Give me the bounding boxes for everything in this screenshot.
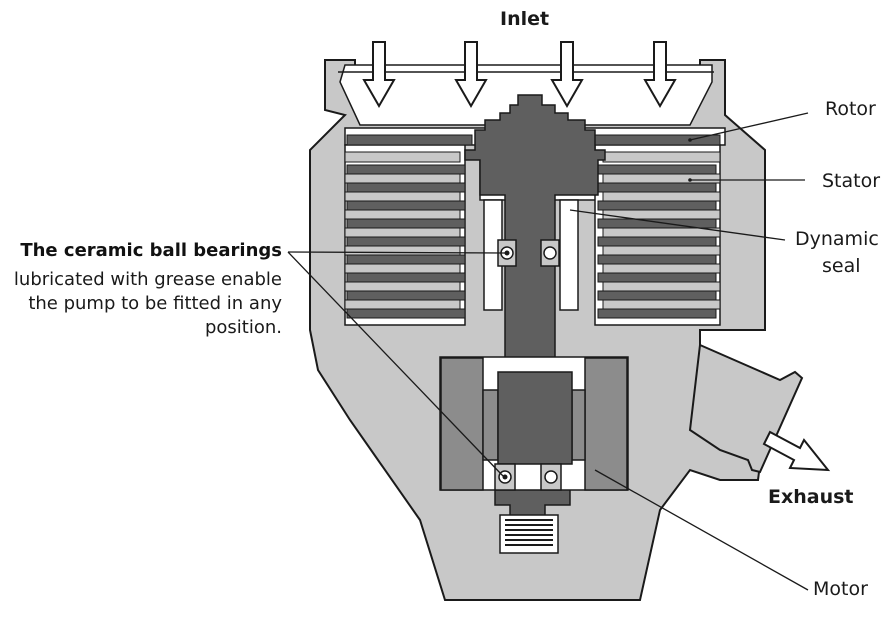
dynamic-seal-label-line1: Dynamic (795, 228, 879, 250)
motor-coil-left-outer (440, 357, 484, 491)
dynamic-seal-label-line2: seal (822, 255, 861, 277)
inlet-arrows (362, 41, 677, 109)
upper-bearings (497, 239, 560, 267)
motor-coil-right-outer (584, 357, 628, 491)
inlet-label: Inlet (500, 8, 550, 30)
stator-blades-right (602, 151, 721, 310)
lower-bearings (494, 463, 562, 491)
rotor-pointer-dot (688, 138, 692, 142)
dynamic-seal-right (559, 199, 579, 311)
motor-label: Motor (813, 578, 868, 600)
motor-coil-right-inner (571, 389, 586, 461)
motor-coil-left-inner (482, 389, 499, 461)
rotor-label: Rotor (825, 98, 876, 120)
stator-blades-left (344, 151, 461, 310)
motor-rotor (497, 371, 573, 465)
leader-lines (287, 112, 809, 591)
rotor-blades-right (594, 134, 721, 319)
bearings-description: lubricated with grease enable the pump t… (13, 269, 282, 338)
stator-label: Stator (822, 170, 881, 192)
exhaust-label: Exhaust (768, 486, 854, 508)
stator-pointer-dot (688, 178, 692, 182)
spring (499, 514, 559, 554)
bearings-title: The ceramic ball bearings (20, 240, 282, 261)
exhaust-arrow (762, 430, 831, 472)
